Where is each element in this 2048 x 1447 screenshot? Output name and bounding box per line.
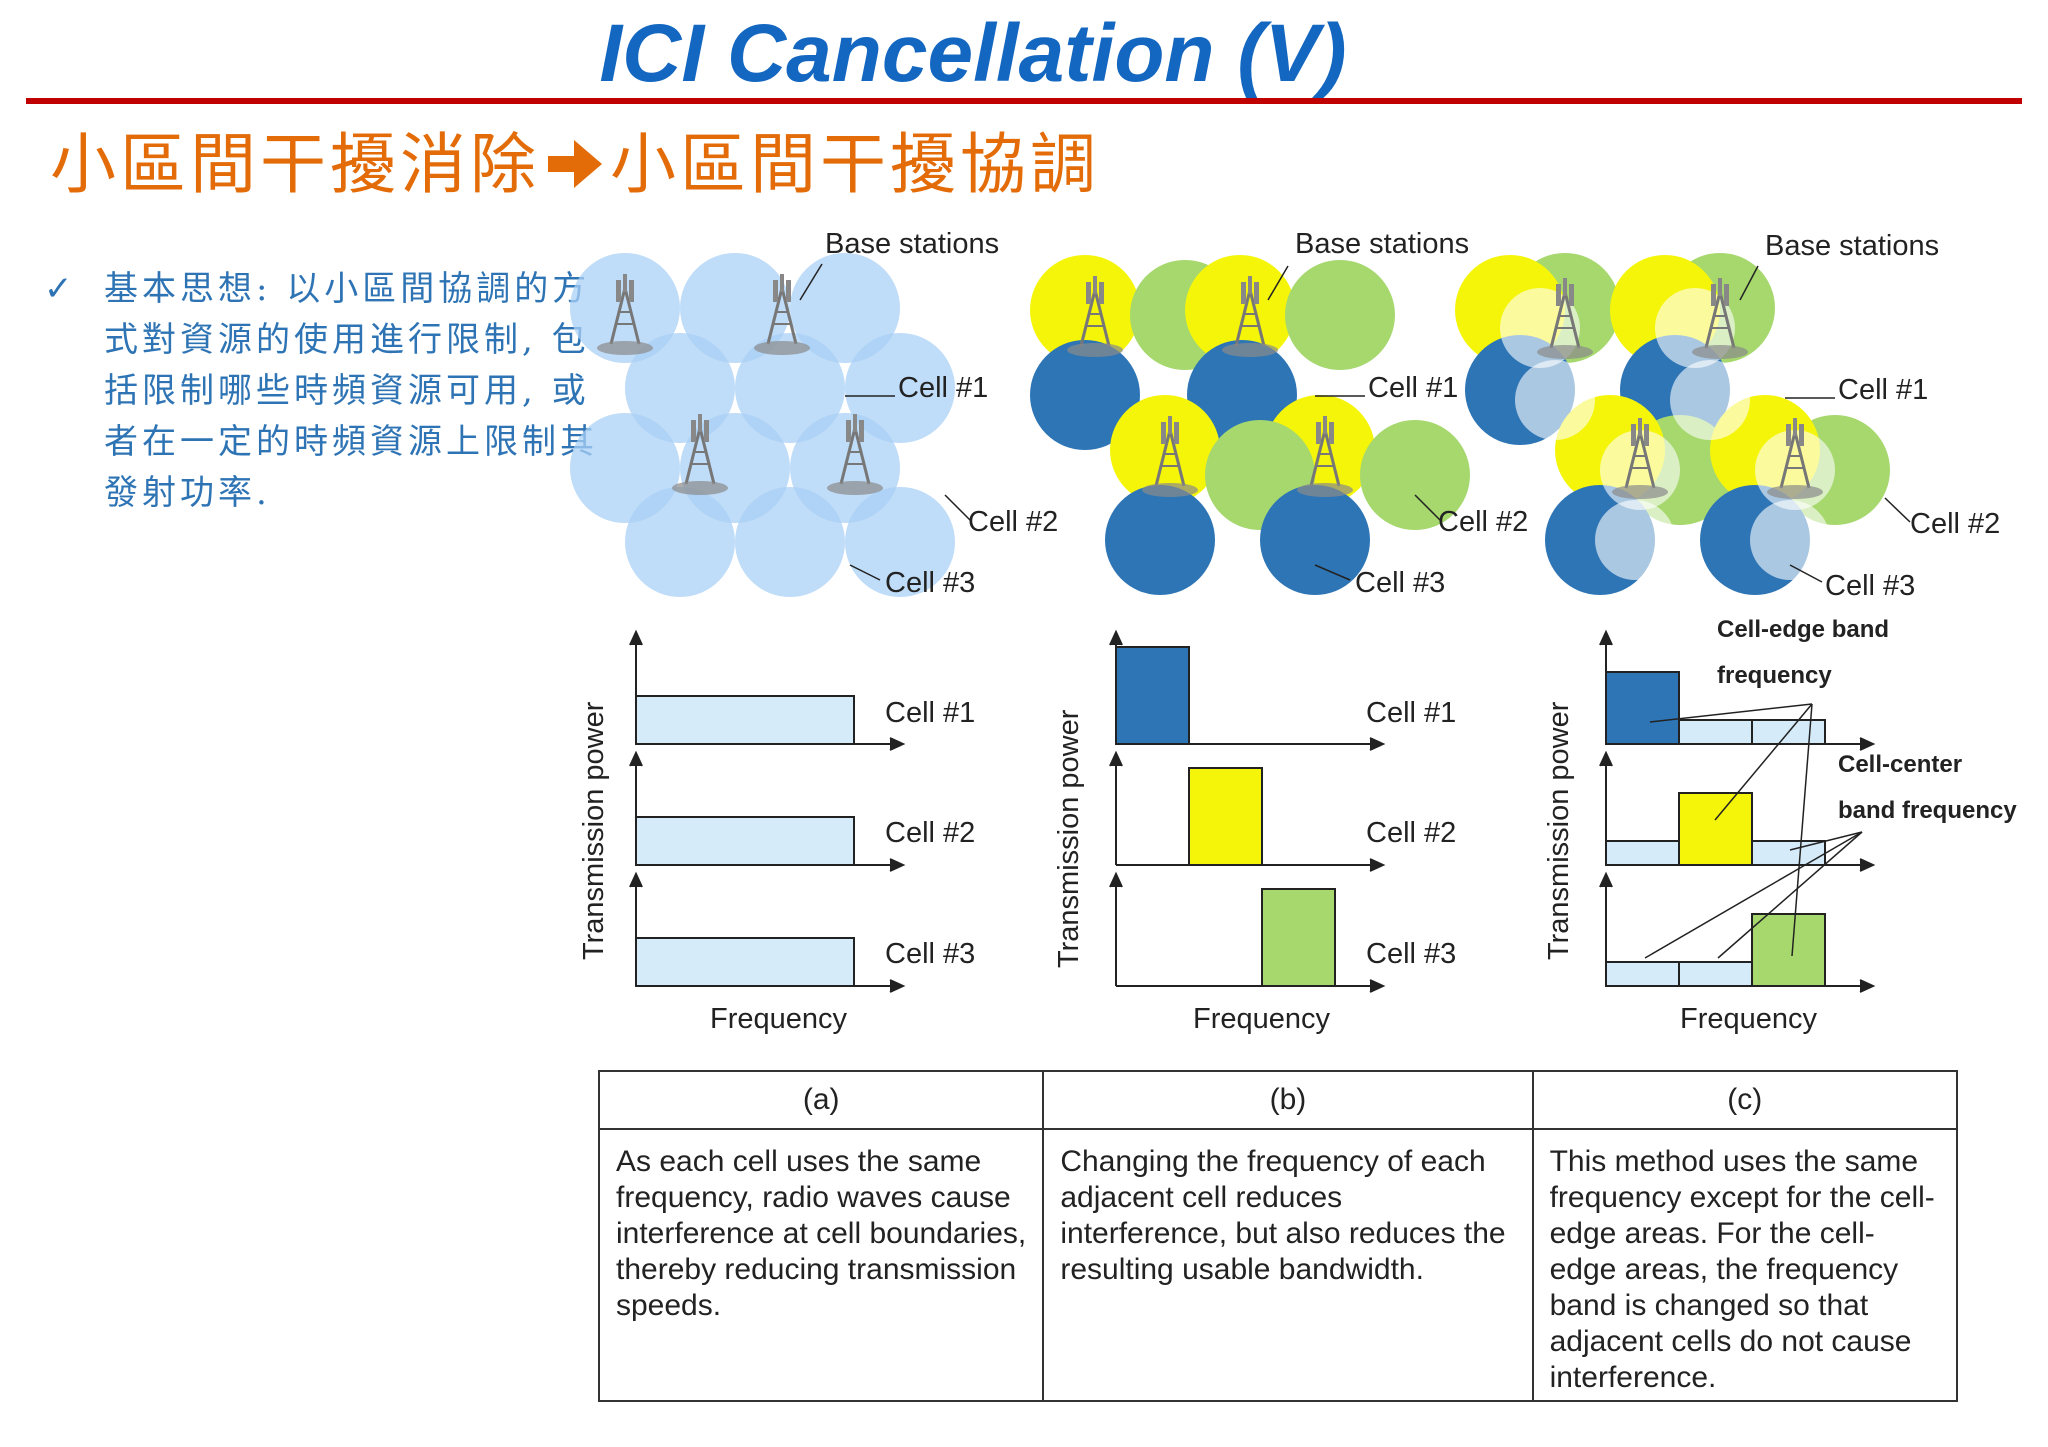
cell1-label: Cell #1 [898, 372, 988, 404]
ici-coordination-figure: Base stations Cell #1 Cell #2 Cell #3 Ba… [570, 228, 2017, 1035]
cell3-label: Cell #3 [1825, 570, 1915, 602]
base-stations-label: Base stations [825, 228, 999, 260]
caption-header-row: (a) (b) (c) [597, 1070, 1959, 1130]
cell1-label: Cell #1 [1838, 374, 1928, 406]
caption-text-b: Changing the frequency of each adjacent … [1042, 1128, 1534, 1402]
frequency-label: Frequency [710, 1003, 848, 1035]
panel-b-cells [1030, 255, 1470, 595]
cell2-label: Cell #2 [1366, 817, 1456, 849]
title-divider [26, 98, 2022, 104]
base-stations-label: Base stations [1765, 230, 1939, 262]
bullet-text: 基本思想: 以小區間協調的方式對資源的使用進行限制, 包括限制哪些時頻資源可用,… [104, 269, 598, 513]
cell-edge-label-line2: frequency [1717, 662, 1832, 689]
panel-a-spectrum [629, 629, 906, 993]
caption-text-a: As each cell uses the same frequency, ra… [597, 1128, 1045, 1402]
cell-labels: Base stations Cell #1 Cell #2 Cell #3 Ba… [799, 228, 2000, 602]
slide-title: ICI Cancellation (V) [599, 8, 1347, 99]
caption-header-c: (c) [1531, 1070, 1959, 1130]
base-stations-label: Base stations [1295, 228, 1469, 260]
caption-body-row: As each cell uses the same frequency, ra… [597, 1128, 1959, 1402]
caption-header-b: (b) [1042, 1070, 1534, 1130]
cell-center-label-line2: band frequency [1838, 797, 2017, 824]
cell3-label: Cell #3 [885, 567, 975, 599]
cell1-label: Cell #1 [1366, 697, 1456, 729]
caption-header-a: (a) [597, 1070, 1045, 1130]
panel-c-cells [1455, 253, 1890, 595]
check-icon: ✓ [44, 269, 73, 309]
transmission-power-label: Transmission power [578, 701, 610, 960]
cell2-label: Cell #2 [885, 817, 975, 849]
frequency-label: Frequency [1680, 1003, 1818, 1035]
cell2-label: Cell #2 [1438, 506, 1528, 538]
subtitle-right: 小區間干擾協調 [610, 126, 1100, 203]
slide-subtitle: 小區間干擾消除小區間干擾協調 [50, 118, 1100, 217]
cell2-label: Cell #2 [968, 506, 1058, 538]
cell3-label: Cell #3 [1355, 567, 1445, 599]
cell1-label: Cell #1 [1368, 372, 1458, 404]
right-arrow-icon [544, 123, 606, 217]
cell1-label: Cell #1 [885, 697, 975, 729]
panel-c-spectrum [1599, 629, 1876, 993]
cell-center-label-line1: Cell-center [1838, 751, 1962, 778]
caption-table: (a) (b) (c) As each cell uses the same f… [597, 1070, 1959, 1402]
transmission-power-label: Transmission power [1543, 701, 1575, 960]
cell2-label: Cell #2 [1910, 508, 2000, 540]
panel-b-spectrum [1109, 629, 1386, 993]
cell3-label: Cell #3 [885, 938, 975, 970]
subtitle-left: 小區間干擾消除 [50, 126, 540, 203]
caption-text-c: This method uses the same frequency exce… [1531, 1128, 1959, 1402]
transmission-power-label: Transmission power [1053, 709, 1085, 968]
frequency-label: Frequency [1193, 1003, 1331, 1035]
cell3-label: Cell #3 [1366, 938, 1456, 970]
cell-edge-label-line1: Cell-edge band [1717, 616, 1889, 643]
